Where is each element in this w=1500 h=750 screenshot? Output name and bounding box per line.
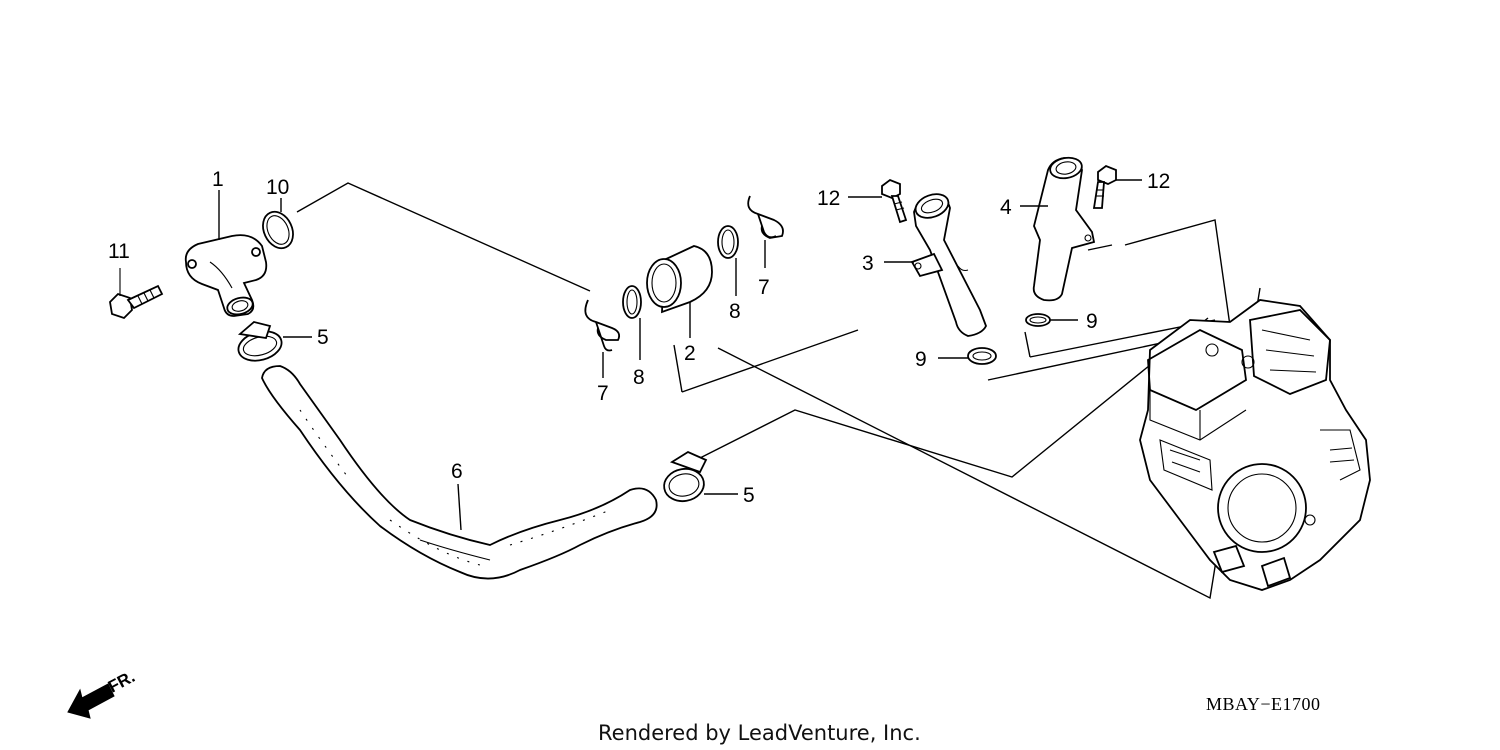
label-part-7-left: 7 xyxy=(597,382,609,405)
water-pipe-front xyxy=(884,193,987,337)
label-part-3: 3 xyxy=(862,252,874,275)
o-ring-10 xyxy=(262,210,294,250)
label-part-2: 2 xyxy=(684,342,696,365)
render-credit: Rendered by LeadVenture, Inc. xyxy=(598,721,921,745)
diagram-reference-code: MBAY−E1700 xyxy=(1206,694,1321,714)
hose-clamp-upper xyxy=(237,321,312,362)
water-pipe-rear xyxy=(1020,156,1096,302)
label-part-6: 6 xyxy=(451,460,463,483)
water-joint-sleeve xyxy=(646,245,713,338)
o-ring-8-left xyxy=(622,285,642,360)
label-part-7-right: 7 xyxy=(758,276,770,299)
hose-clip-left xyxy=(584,299,621,378)
label-part-1: 1 xyxy=(212,168,224,191)
label-part-12-right: 12 xyxy=(1147,170,1170,193)
hose-clamp-lower xyxy=(663,450,738,503)
label-part-10: 10 xyxy=(266,176,289,199)
flange-bolt-11 xyxy=(109,268,164,320)
part-labels: 1 10 11 5 6 7 8 2 8 7 5 12 3 4 12 9 9 xyxy=(108,168,1170,507)
water-hose xyxy=(261,365,658,580)
o-ring-9-lower xyxy=(938,347,997,365)
flange-bolt-12-right xyxy=(1092,164,1142,209)
o-ring-9-upper xyxy=(1025,313,1078,327)
label-part-11: 11 xyxy=(108,240,130,263)
label-part-4: 4 xyxy=(1000,196,1012,219)
engine-block xyxy=(1139,299,1371,591)
label-part-9-lower: 9 xyxy=(915,348,927,371)
water-outlet-elbow xyxy=(184,234,268,317)
label-part-8-right: 8 xyxy=(729,300,741,323)
flange-bolt-12-left xyxy=(848,178,908,224)
label-part-5-lower: 5 xyxy=(743,484,755,507)
o-ring-8-right xyxy=(717,225,739,296)
front-direction-arrow: FR. xyxy=(67,667,138,719)
label-part-8-left: 8 xyxy=(633,366,645,389)
label-part-12-left: 12 xyxy=(817,187,840,210)
label-part-5-upper: 5 xyxy=(317,326,329,349)
label-part-9-upper: 9 xyxy=(1086,310,1098,333)
hose-clip-right xyxy=(747,195,784,268)
